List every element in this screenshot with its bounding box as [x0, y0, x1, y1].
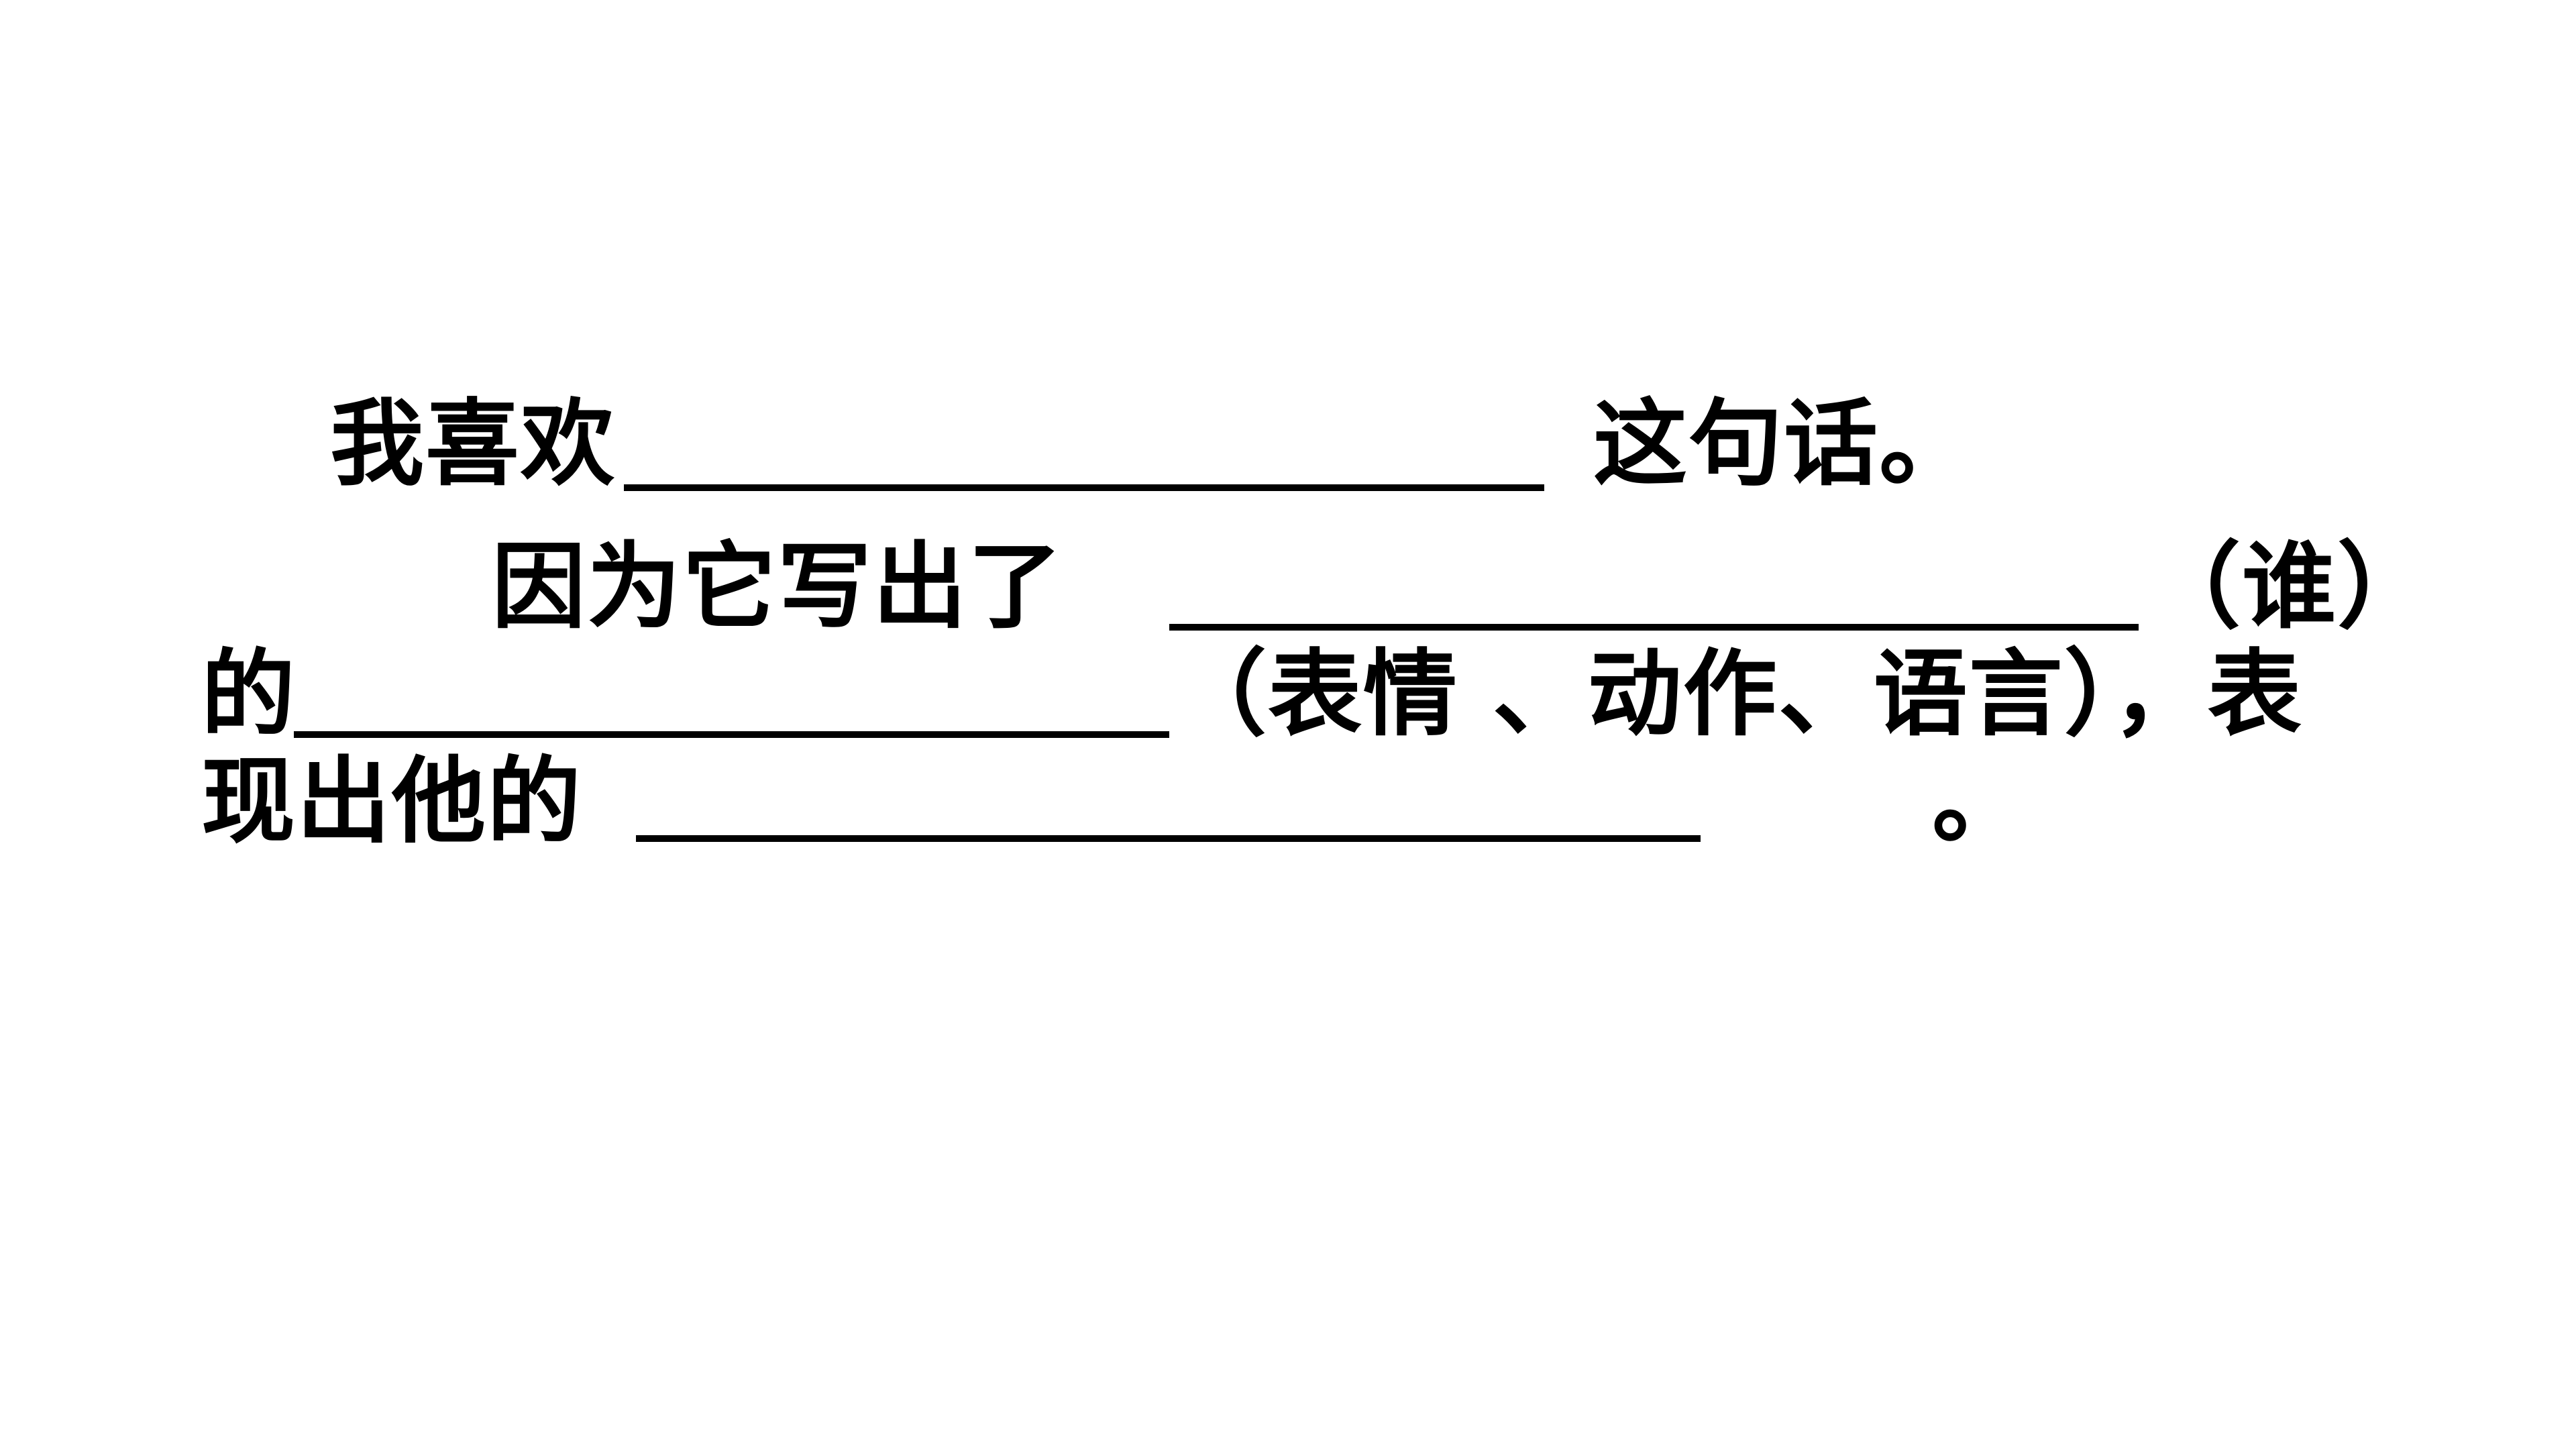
line4-prefix: 现出他的 [201, 747, 583, 857]
blank-sentence[interactable] [624, 484, 1544, 491]
blank-character-trait[interactable] [636, 835, 1701, 842]
line4-suffix: 。 [1932, 747, 2028, 857]
line2-suffix: （谁） [2147, 532, 2433, 642]
line1-prefix: 我喜欢 [330, 389, 616, 499]
blank-description[interactable] [294, 731, 1169, 738]
line1-suffix: 这句话。 [1593, 389, 1975, 499]
line2-prefix: 因为它写出了 [492, 532, 1064, 642]
blank-who[interactable] [1169, 624, 2139, 631]
line3-prefix: 的 [201, 639, 297, 749]
line3-suffix: （表情 、动作、语言），表 [1173, 639, 2303, 749]
